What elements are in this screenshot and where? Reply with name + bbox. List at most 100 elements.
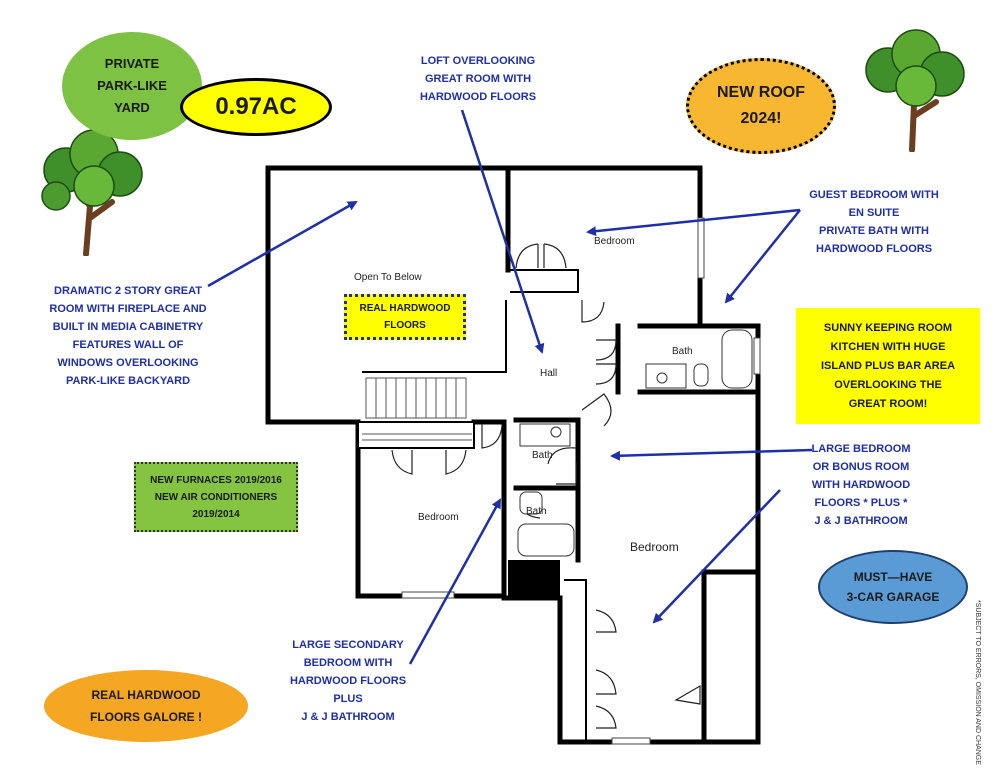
note-large-line-3: WITH HARDWOOD [811, 479, 911, 491]
yard-line-3: YARD [114, 100, 150, 115]
arrow-large-bedroom [610, 448, 813, 461]
tree-icon [865, 29, 965, 152]
disclaimer: *SUBJECT TO ERRORS, OMISSION AND CHANGE [974, 600, 981, 765]
note-large-line-5: J & J BATHROOM [814, 515, 908, 527]
note-guest-line-4: HARDWOOD FLOORS [815, 243, 933, 255]
furnaces-badge: NEW FURNACES 2019/2016 NEW AIR CONDITION… [134, 462, 298, 532]
open-to-below-rail [362, 300, 507, 373]
door-closet-large-1 [595, 609, 617, 633]
note-secondary-line-1: LARGE SECONDARY [292, 639, 404, 651]
keeping-room-badge: SUNNY KEEPING ROOM KITCHEN WITH HUGE ISL… [796, 308, 980, 424]
room-bath-guest: Bath [672, 346, 693, 357]
tree-icon [41, 129, 143, 256]
roof-line-1: NEW ROOF [717, 84, 805, 101]
garage-line-2: 3-CAR GARAGE [846, 590, 940, 604]
note-secondary-line-2: BEDROOM WITH [303, 657, 393, 669]
room-open-to-below: Open To Below [354, 272, 422, 283]
note-secondary-line-3: HARDWOOD FLOORS [289, 675, 407, 687]
note-large-line-4: FLOORS * PLUS * [814, 497, 908, 509]
keeping-line-4: OVERLOOKING THE [834, 378, 942, 391]
note-secondary: LARGE SECONDARY BEDROOM WITH HARDWOOD FL… [286, 636, 410, 726]
yard-line-1: PRIVATE [104, 56, 160, 71]
window-large-bedroom [611, 737, 651, 745]
door-stair-hall [481, 424, 503, 449]
keeping-line-3: ISLAND PLUS BAR AREA [820, 359, 956, 372]
window-left-bedroom [401, 591, 455, 599]
galore-line-2: FLOORS GALORE ! [90, 710, 202, 724]
yard-line-2: PARK-LIKE [97, 78, 167, 93]
door-closet-right [674, 684, 701, 705]
window-guest [697, 217, 705, 279]
stair-landing [357, 421, 475, 449]
note-large-line-2: OR BONUS ROOM [812, 461, 910, 473]
arrow-great-room [207, 200, 358, 288]
note-secondary-line-5: J & J BATHROOM [301, 711, 395, 723]
yard-badge: PRIVATE PARK-LIKE YARD [62, 32, 202, 140]
note-guest-line-3: PRIVATE BATH WITH [819, 225, 929, 237]
note-great-line-6: PARK-LIKE BACKYARD [65, 375, 191, 387]
hardwood-center-line-2: FLOORS [384, 320, 426, 331]
door-hall-guest [581, 300, 605, 323]
room-bedroom-guest: Bedroom [594, 236, 635, 247]
outer-wall-great-room [265, 165, 703, 301]
fixtures [517, 329, 753, 557]
note-great-line-4: FEATURES WALL OF [72, 339, 184, 351]
windows [401, 217, 761, 745]
furnaces-line-3: 2019/2014 [192, 508, 240, 520]
note-large-line-1: LARGE BEDROOM [811, 443, 911, 455]
door-large-bedroom [581, 393, 612, 427]
hardwood-center-line-1: REAL HARDWOOD [359, 303, 451, 314]
note-secondary-line-4: PLUS [333, 693, 363, 705]
note-guest: GUEST BEDROOM WITH EN SUITE PRIVATE BATH… [808, 186, 940, 258]
note-great-line-2: ROOM WITH FIREPLACE AND [49, 303, 207, 315]
room-bedroom-large: Bedroom [630, 540, 679, 554]
chase-block [508, 560, 560, 596]
roof-line-2: 2024! [740, 110, 782, 127]
keeping-line-2: KITCHEN WITH HUGE [830, 340, 946, 353]
room-hall: Hall [540, 368, 558, 379]
note-large-bedroom: LARGE BEDROOM OR BONUS ROOM WITH HARDWOO… [806, 440, 916, 530]
arrow-loft-hall [460, 109, 545, 354]
room-bath-jj-1: Bath [532, 450, 553, 461]
bathtub-jj [517, 523, 575, 557]
note-great-line-3: BUILT IN MEDIA CABINETRY [52, 321, 204, 333]
room-bath-jj-2: Bath [526, 506, 547, 517]
note-loft-line-2: GREAT ROOM WITH [424, 73, 532, 85]
room-bedroom-left: Bedroom [418, 512, 459, 523]
acreage-badge: 0.97AC [180, 78, 332, 136]
note-loft: LOFT OVERLOOKING GREAT ROOM WITH HARDWOO… [418, 52, 538, 106]
roof-badge: NEW ROOF 2024! [686, 58, 836, 154]
door-guest-closet [515, 243, 567, 269]
stair-landing-treads [362, 433, 472, 441]
arrow-guest-bath [724, 209, 801, 304]
arrow-guest-bedroom [586, 208, 801, 237]
note-great-line-1: DRAMATIC 2 STORY GREAT [54, 285, 202, 297]
hardwood-galore-badge: REAL HARDWOOD FLOORS GALORE ! [44, 670, 248, 742]
garage-line-1: MUST—HAVE [853, 570, 933, 584]
bathtub-guest [721, 329, 753, 389]
sink-guest [656, 372, 668, 384]
note-loft-line-1: LOFT OVERLOOKING [420, 55, 536, 67]
furnaces-line-1: NEW FURNACES 2019/2016 [150, 474, 282, 486]
outer-wall-right-bedroom [557, 389, 761, 745]
door-closet-large-2 [595, 669, 617, 695]
sink-jj [550, 426, 562, 438]
furnaces-line-2: NEW AIR CONDITIONERS [154, 491, 278, 503]
note-loft-line-3: HARDWOOD FLOORS [419, 91, 537, 103]
door-bedroom-left-closet [391, 449, 467, 475]
door-closet-large-3 [595, 705, 617, 729]
annotation-arrows [207, 109, 813, 665]
closet-large-bedroom [564, 579, 587, 742]
keeping-line-5: GREAT ROOM! [848, 397, 928, 410]
door-bath-guest [595, 339, 617, 385]
toilet-guest [693, 363, 709, 387]
staircase [365, 377, 467, 419]
hardwood-center-badge: REAL HARDWOOD FLOORS [344, 294, 466, 340]
thin-walls [357, 269, 587, 742]
window-bath [753, 337, 761, 375]
note-guest-line-2: EN SUITE [848, 207, 900, 219]
note-great-room: DRAMATIC 2 STORY GREAT ROOM WITH FIREPLA… [46, 282, 210, 390]
acreage-text: 0.97AC [215, 93, 297, 120]
note-great-line-5: WINDOWS OVERLOOKING [57, 357, 199, 369]
